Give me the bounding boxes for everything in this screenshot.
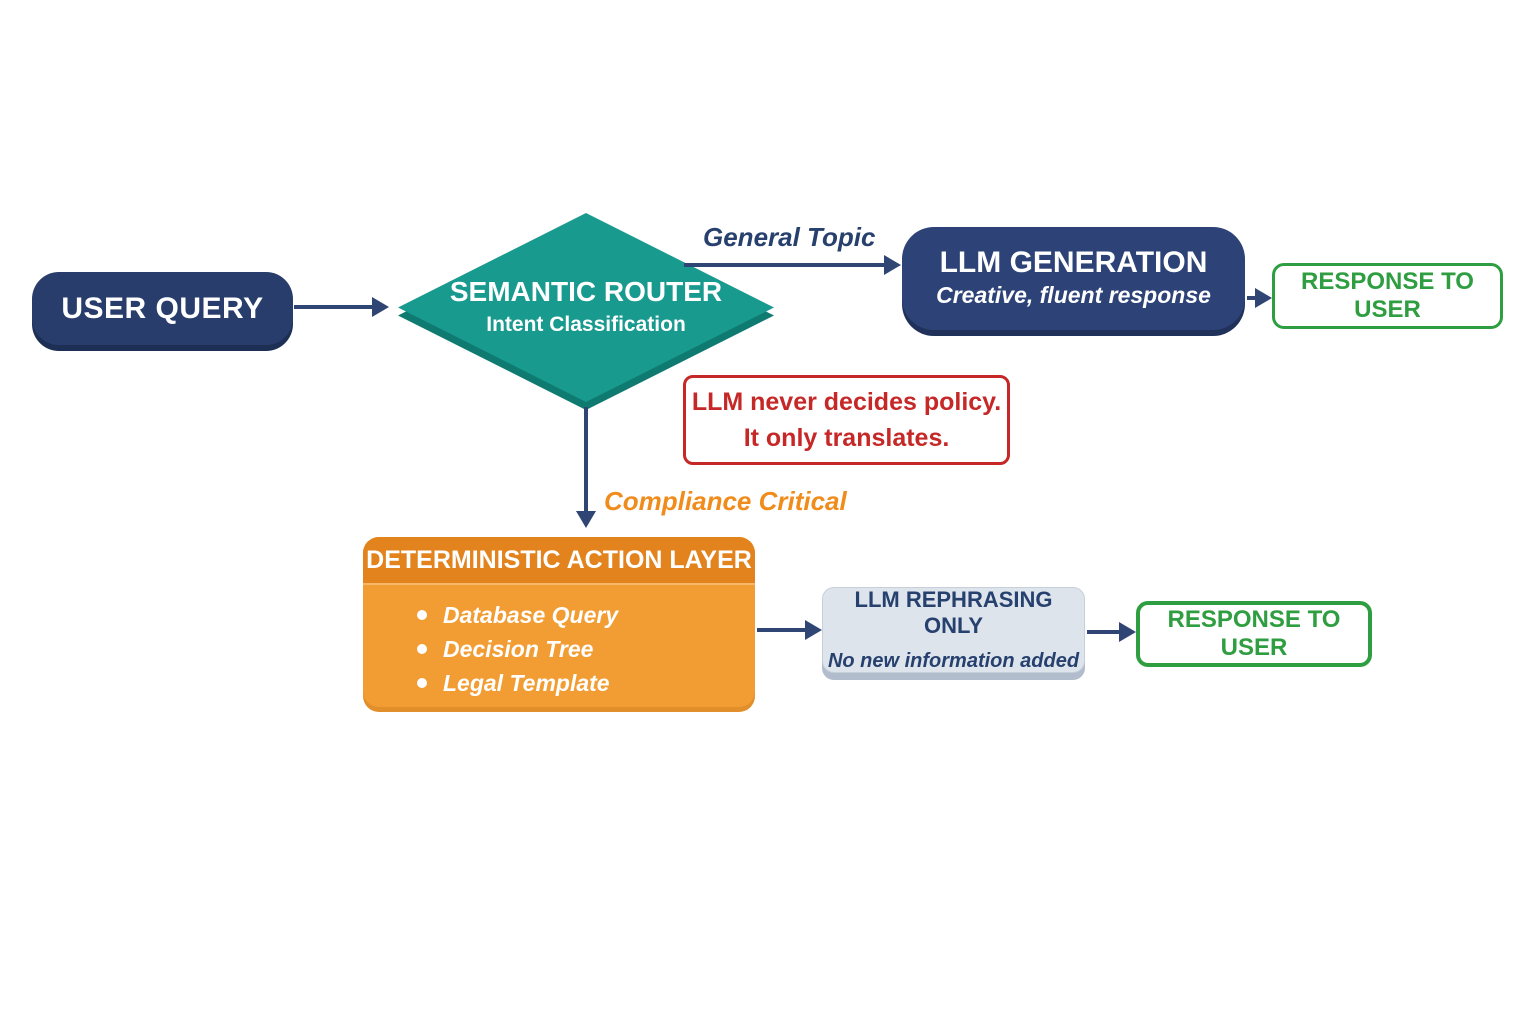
- llm-generation-subtitle: Creative, fluent response: [936, 281, 1211, 308]
- response-to-user-bottom-label: RESPONSE TO USER: [1167, 606, 1341, 661]
- policy-note: LLM never decides policy. It only transl…: [683, 375, 1010, 465]
- bullet-icon: [417, 644, 427, 654]
- llm-rephrasing-title: LLM REPHRASING ONLY: [854, 587, 1053, 638]
- response-to-user-bottom-node: RESPONSE TO USER: [1136, 601, 1372, 667]
- arrow-user-query-to-router: [294, 297, 389, 317]
- action-layer-item-label: Decision Tree: [443, 635, 594, 662]
- bullet-icon: [417, 678, 427, 688]
- action-layer-item-database-query: Database Query: [417, 598, 755, 632]
- arrow-rephrasing-to-response: [1087, 622, 1136, 642]
- compliance-critical-edge-label: Compliance Critical: [604, 486, 847, 516]
- arrow-router-to-action-layer: [576, 407, 596, 528]
- deterministic-action-layer-title: DETERMINISTIC ACTION LAYER: [363, 537, 755, 585]
- policy-note-line2: It only translates.: [743, 424, 950, 452]
- semantic-router-title: SEMANTIC ROUTER: [449, 275, 723, 307]
- deterministic-action-layer-node: DETERMINISTIC ACTION LAYER Database Quer…: [363, 537, 755, 707]
- action-layer-item-legal-template: Legal Template: [417, 666, 755, 700]
- llm-generation-title: LLM GENERATION: [939, 246, 1208, 280]
- arrow-action-layer-to-rephrasing: [757, 620, 822, 640]
- arrow-router-to-llm-generation: [684, 255, 901, 275]
- response-to-user-top-node: RESPONSE TO USER: [1272, 263, 1503, 329]
- user-query-label: USER QUERY: [61, 291, 264, 325]
- response-to-user-top-label: RESPONSE TO USER: [1301, 268, 1474, 323]
- llm-rephrasing-subtitle: No new information added: [827, 650, 1080, 672]
- user-query-node: USER QUERY: [32, 272, 293, 345]
- semantic-router-node: SEMANTIC ROUTER Intent Classification: [398, 213, 774, 410]
- llm-generation-node: LLM GENERATION Creative, fluent response: [902, 227, 1245, 330]
- action-layer-item-decision-tree: Decision Tree: [417, 632, 755, 666]
- policy-note-line1: LLM never decides policy.: [691, 387, 1002, 416]
- action-layer-item-label: Database Query: [443, 601, 619, 628]
- general-topic-edge-label: General Topic: [703, 222, 876, 252]
- semantic-router-subtitle: Intent Classification: [486, 312, 686, 336]
- llm-rephrasing-node: LLM REPHRASING ONLY No new information a…: [822, 587, 1085, 673]
- bullet-icon: [417, 610, 427, 620]
- arrow-llm-generation-to-response: [1247, 288, 1272, 308]
- action-layer-item-label: Legal Template: [443, 669, 610, 696]
